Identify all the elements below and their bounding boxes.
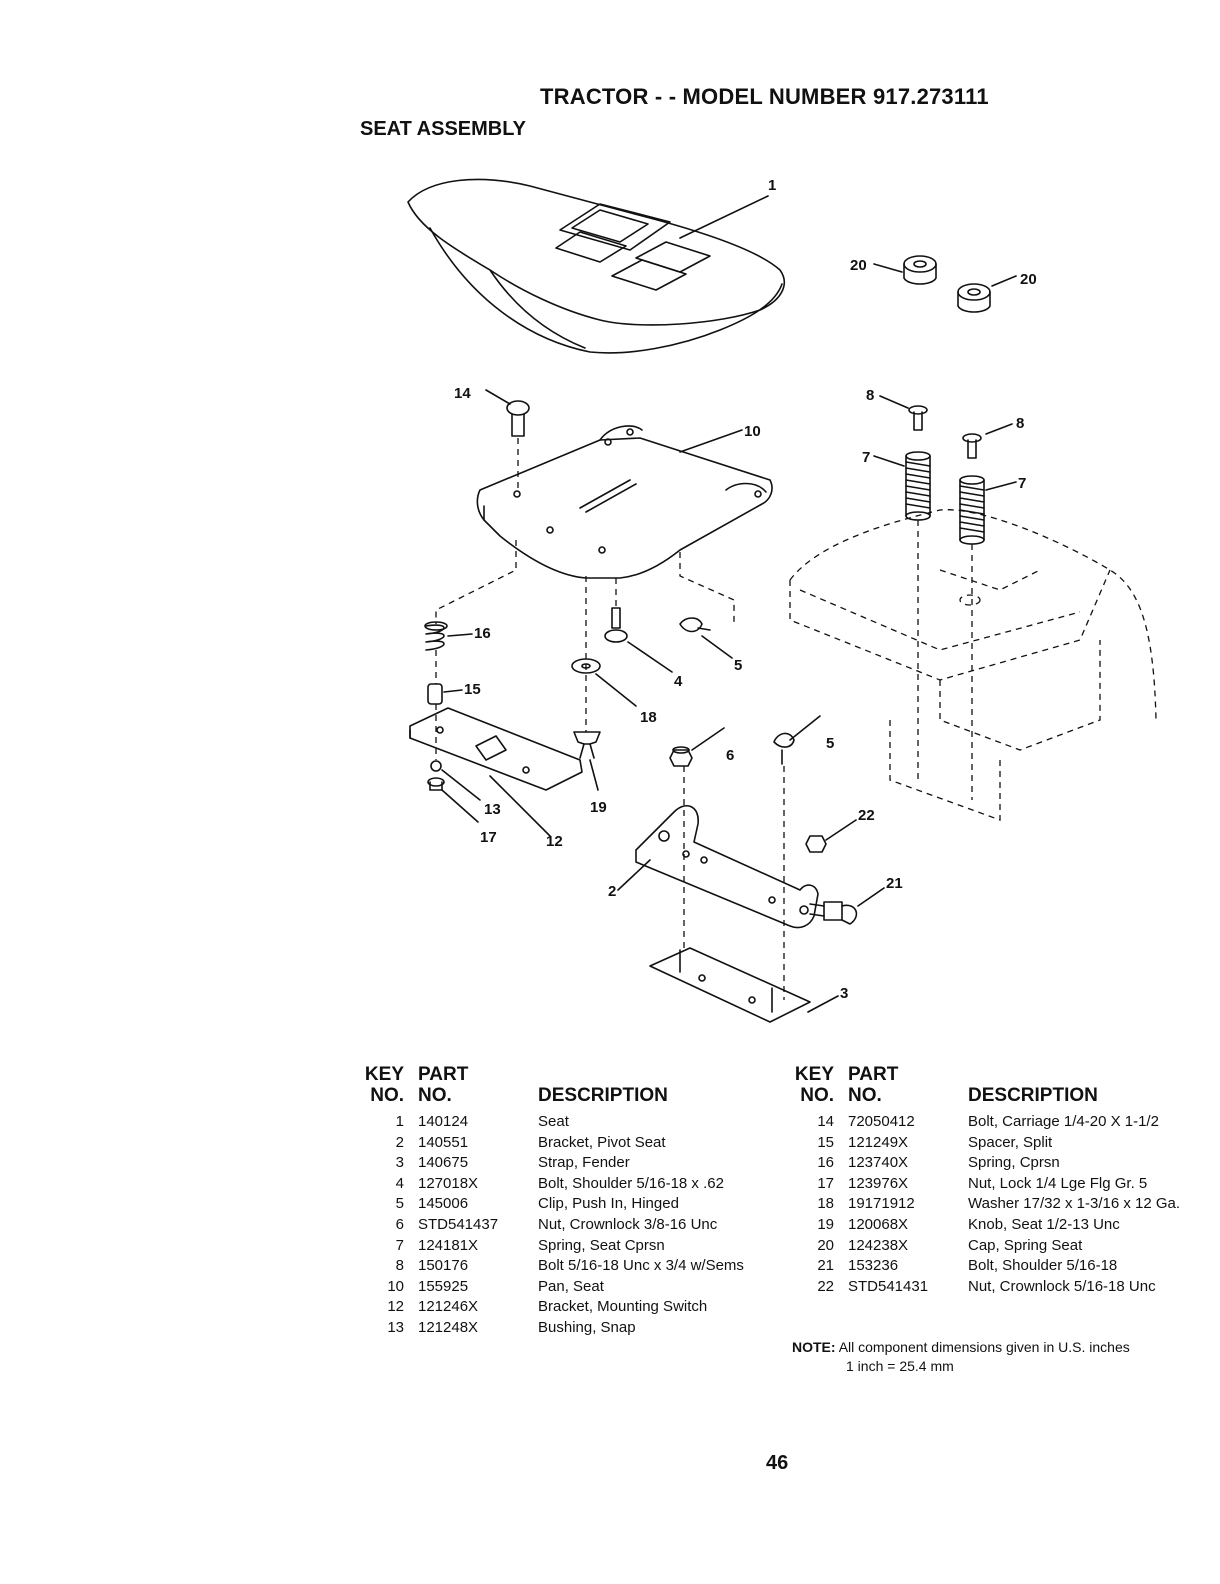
crownlock-nut-part bbox=[669, 746, 693, 767]
bolt-sems-part bbox=[908, 405, 928, 431]
callout-7: 7 bbox=[1018, 475, 1026, 492]
description-header: DESCRIPTION bbox=[538, 1085, 668, 1106]
seat-knob-part bbox=[573, 731, 601, 759]
callout-20: 20 bbox=[1020, 271, 1037, 288]
callout-4: 4 bbox=[674, 673, 683, 690]
callout-16: 16 bbox=[474, 625, 491, 642]
callout-10: 10 bbox=[744, 423, 761, 440]
note-conversion: 1 inch = 25.4 mm bbox=[846, 1358, 954, 1374]
callout-5: 5 bbox=[826, 735, 834, 752]
seat-spring-part bbox=[905, 451, 931, 521]
seat-pan-part bbox=[476, 425, 773, 579]
spring-seat-cap-part bbox=[957, 283, 991, 313]
mounting-switch-bracket-part bbox=[409, 707, 583, 791]
callout-12: 12 bbox=[546, 833, 563, 850]
callout-19: 19 bbox=[590, 799, 607, 816]
seat-part bbox=[407, 178, 785, 354]
callout-22: 22 bbox=[858, 807, 875, 824]
callout-20: 20 bbox=[850, 257, 867, 274]
callout-15: 15 bbox=[464, 681, 481, 698]
spring-part bbox=[424, 621, 448, 651]
callout-14: 14 bbox=[454, 385, 471, 402]
callout-21: 21 bbox=[886, 875, 903, 892]
section-title: SEAT ASSEMBLY bbox=[360, 118, 526, 140]
callout-6: 6 bbox=[726, 747, 734, 764]
spring-seat-cap-part bbox=[903, 255, 937, 285]
exploded-parts-diagram: 1 2 3 4 5 5 6 7 7 8 8 10 12 13 14 15 16 … bbox=[407, 177, 1157, 1023]
push-in-clip-part bbox=[679, 617, 711, 633]
callout-7: 7 bbox=[862, 449, 870, 466]
callout-13: 13 bbox=[484, 801, 501, 818]
description-header: DESCRIPTION bbox=[968, 1085, 1098, 1106]
note-label: NOTE: bbox=[792, 1339, 836, 1355]
page-title: TRACTOR - - MODEL NUMBER 917.273111 bbox=[540, 84, 989, 109]
callout-17: 17 bbox=[480, 829, 497, 846]
callout-8: 8 bbox=[1016, 415, 1024, 432]
push-in-clip-part bbox=[773, 732, 795, 765]
frame-outline bbox=[435, 438, 1157, 1000]
callout-5: 5 bbox=[734, 657, 742, 674]
dimension-note: NOTE: All component dimensions given in … bbox=[792, 1338, 1130, 1376]
callout-8: 8 bbox=[866, 387, 874, 404]
fender-strap-part bbox=[649, 947, 811, 1023]
seat-spring-part bbox=[959, 475, 985, 545]
pivot-seat-bracket-part bbox=[635, 804, 819, 929]
callout-1: 1 bbox=[768, 177, 776, 194]
carriage-bolt-part bbox=[506, 400, 530, 437]
bolt-sems-part bbox=[962, 433, 982, 459]
page-number: 46 bbox=[766, 1452, 789, 1474]
callout-3: 3 bbox=[840, 985, 848, 1002]
callout-2: 2 bbox=[608, 883, 616, 900]
shoulder-bolt-part bbox=[809, 901, 858, 925]
note-text: All component dimensions given in U.S. i… bbox=[838, 1339, 1130, 1355]
shoulder-bolt-part bbox=[604, 607, 628, 643]
callout-18: 18 bbox=[640, 709, 657, 726]
